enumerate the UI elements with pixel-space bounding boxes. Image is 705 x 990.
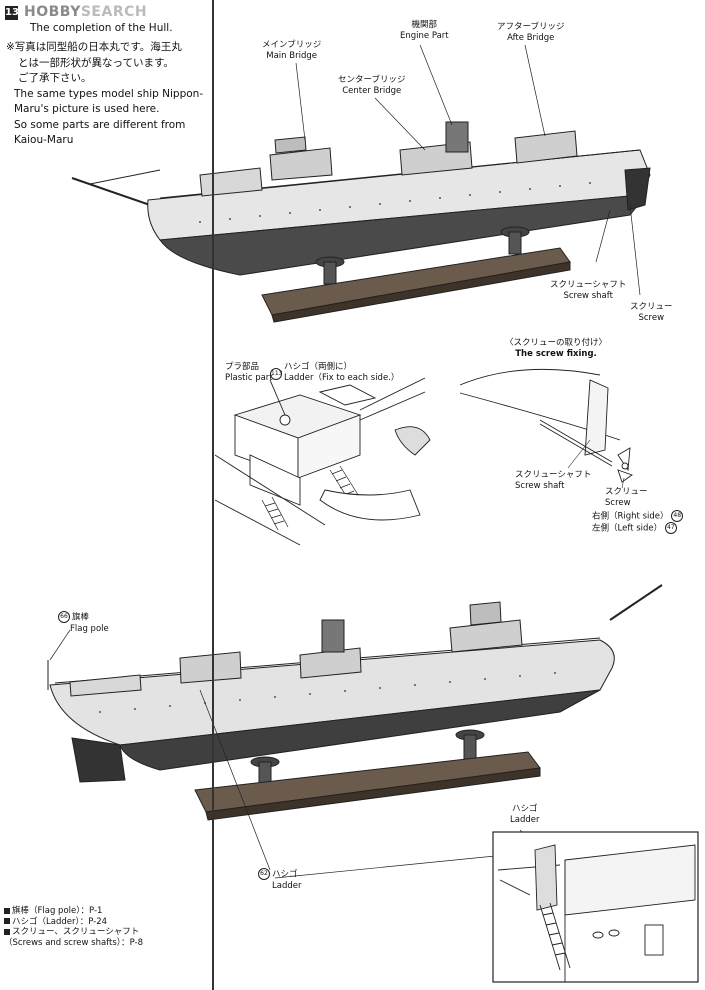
screw-right-side: 右側（Right side） 48 [592, 510, 685, 523]
parts-list: 旗棒（Flag pole）：P-1 ハシゴ（Ladder）：P-24 スクリュー… [4, 906, 164, 948]
parts-list-item: （Screws and screw shafts）：P-8 [4, 937, 143, 948]
ladder-detail [492, 831, 699, 983]
column-divider [212, 0, 214, 990]
parts-list-item: ハシゴ（Ladder）：P-24 [4, 917, 164, 928]
parts-list-item: 旗棒（Flag pole）：P-1 [4, 906, 164, 917]
step-number-badge: 13 [5, 6, 19, 20]
photo-note: ※写真は同型船の日本丸です。海王丸 とは一部形状が異なっています。 ご了承下さい… [6, 40, 216, 149]
screw-detail [459, 368, 633, 489]
ladder-each-side-label: ハシゴ（両側に）Ladder（Fix to each side.） [284, 362, 400, 383]
bottom-ship [47, 584, 663, 821]
note-line: So some parts are different from [14, 118, 186, 131]
top-ship [71, 121, 651, 323]
bridge-detail [214, 377, 431, 546]
note-line: The same types model ship Nippon- [14, 87, 204, 100]
note-line: ※写真は同型船の日本丸です。海王丸 [6, 41, 182, 53]
watermark-logo: HOBBYSEARCH [24, 4, 148, 20]
screw-fixing-title: 〈スクリューの取り付け〉The screw fixing. [505, 338, 608, 359]
parts-list-item: スクリュー、スクリューシャフト [4, 927, 164, 938]
note-line: Maru's picture is used here. [14, 103, 160, 115]
note-line: とは一部形状が異なっています。 [18, 56, 174, 69]
note-line: Kaiou-Maru [14, 134, 74, 146]
screw-left-side: 左側（Left side） 47 [592, 522, 679, 535]
step-title: The completion of the Hull. [30, 22, 173, 34]
note-line: ご了承下さい。 [18, 72, 92, 84]
part-113-number: 113 [270, 368, 284, 381]
